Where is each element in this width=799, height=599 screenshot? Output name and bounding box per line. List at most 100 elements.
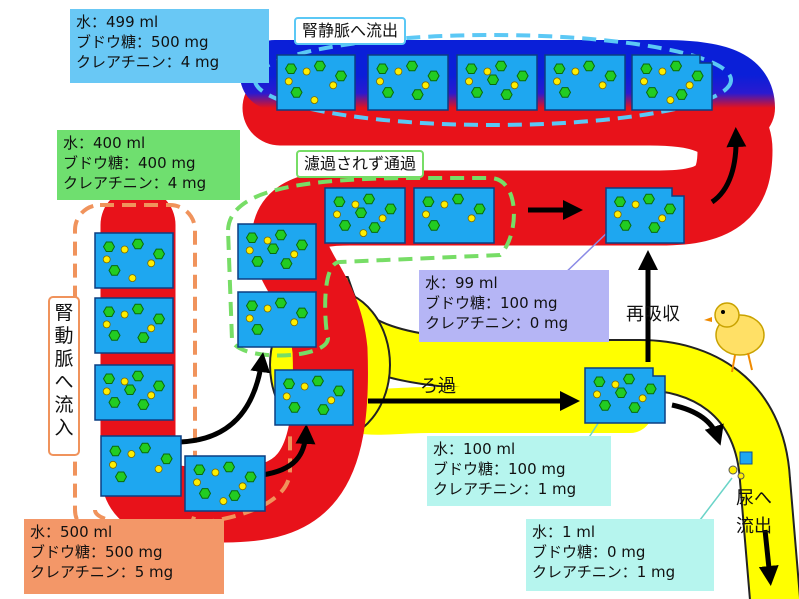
creatinine-particle — [666, 96, 675, 104]
creatinine-particle — [102, 387, 111, 396]
creatinine-particle — [154, 465, 163, 473]
vein-info-box: 水：499 ml ブドウ糖：500 mg クレアチニン：4 mg — [70, 9, 269, 83]
creatinine-particle — [598, 81, 607, 90]
reabsorbed-water: 水：99 ml — [425, 274, 498, 292]
creatinine-particle — [440, 200, 449, 209]
callout-line-reabsorbed — [559, 227, 613, 279]
glucose-particle — [644, 383, 657, 395]
glucose-particle — [691, 70, 704, 82]
glucose-particle — [245, 300, 259, 311]
creatinine-particle — [359, 229, 368, 238]
reabsorption-label: 再吸収 — [626, 304, 680, 325]
urine-arrow-2 — [758, 529, 779, 586]
glucose-particle — [645, 87, 659, 98]
creatinine-particle — [510, 81, 519, 90]
creatinine-particle — [147, 259, 156, 268]
glucose-particle — [451, 193, 465, 205]
glucose-particle — [282, 378, 296, 389]
creatinine-particle — [571, 67, 580, 76]
creatinine-particle — [238, 482, 247, 491]
reabsorbed-creatinine: クレアチニン：0 mg — [425, 314, 569, 332]
glucose-particle — [108, 397, 121, 408]
flow-arrow-4 — [710, 127, 747, 205]
blood-packet — [367, 54, 449, 111]
creatinine-particle — [302, 67, 311, 76]
creatinine-particle — [284, 77, 293, 86]
glucose-particle — [604, 70, 617, 82]
glucose-particle — [558, 87, 572, 98]
creatinine-particle — [120, 310, 129, 319]
creatinine-particle — [263, 304, 272, 313]
glucose-particle — [614, 387, 628, 398]
creatinine-particle — [219, 497, 228, 506]
vein-water: 水：499 ml — [76, 13, 159, 31]
glucose-particle — [114, 471, 128, 483]
callout-line-urine — [699, 477, 733, 521]
glucose-particle — [311, 375, 324, 387]
glucose-particle — [124, 384, 137, 395]
glucose-particle — [473, 203, 486, 215]
glucose-particle — [619, 220, 632, 231]
creatinine-particle — [658, 67, 667, 76]
urine-cube — [739, 451, 753, 465]
creatinine-particle — [128, 274, 137, 283]
glucose-particle — [593, 376, 606, 387]
glucose-particle — [193, 464, 206, 475]
blood-packet — [413, 187, 495, 244]
blood-packet — [94, 364, 174, 421]
glucose-particle — [411, 89, 424, 100]
glucose-particle — [368, 222, 381, 233]
blood-packet — [184, 455, 266, 512]
urine-particle — [737, 472, 745, 480]
creatinine-particle — [102, 255, 111, 264]
glucose-particle — [251, 324, 264, 335]
glucose-particle — [384, 203, 397, 215]
creatinine-particle — [394, 67, 403, 76]
creatinine-particle — [333, 210, 341, 219]
creatinine-particle — [211, 468, 220, 477]
urine-creatinine: クレアチニン：1 mg — [532, 563, 676, 581]
glucose-particle — [317, 404, 330, 415]
glucose-particle — [332, 385, 346, 397]
glucose-particle — [138, 442, 152, 454]
urine-info-box: 水：1 ml ブドウ糖：0 mg クレアチニン：1 mg — [526, 519, 714, 591]
glucose-particle — [669, 60, 683, 72]
creatinine-particle — [685, 81, 694, 90]
glucose-particle — [222, 461, 236, 473]
glucose-particle — [640, 63, 653, 74]
glucose-particle — [160, 453, 173, 465]
vein-creatinine: クレアチニン：4 mg — [76, 53, 220, 71]
glucose-particle — [274, 229, 287, 241]
urine-out-label-2: 流出 — [736, 516, 772, 537]
blood-packet — [276, 54, 356, 111]
filtered-creatinine: クレアチニン：1 mg — [433, 480, 577, 498]
creatinine-particle — [329, 81, 338, 90]
blood-packet — [237, 223, 317, 280]
reabsorbed-info-box: 水：99 ml ブドウ糖：100 mg クレアチニン：0 mg — [419, 270, 609, 342]
glucose-particle — [137, 332, 150, 343]
glucose-particle — [152, 248, 166, 260]
blood-packet — [324, 187, 406, 244]
artery-in-label: 腎動脈へ流入 — [48, 296, 80, 456]
blood-packet — [94, 232, 174, 289]
glucose-particle — [427, 70, 440, 82]
glucose-particle — [245, 232, 259, 243]
creatinine-particle — [422, 210, 430, 219]
creatinine-particle — [193, 478, 201, 487]
creatinine-particle — [245, 314, 254, 323]
glucose-particle — [494, 60, 508, 72]
creatinine-particle — [120, 245, 129, 254]
glucose-particle — [500, 89, 513, 100]
glucose-particle — [102, 306, 116, 317]
glucose-particle — [628, 402, 641, 413]
vein-glucose: ブドウ糖：500 mg — [76, 33, 209, 51]
input-creatinine: クレアチニン：5 mg — [30, 563, 174, 581]
blood-packet — [584, 367, 666, 424]
filtered-water: 水：100 ml — [433, 440, 516, 458]
glucose-particle — [267, 243, 280, 254]
urine-particle — [728, 465, 738, 475]
glucose-particle — [131, 303, 144, 315]
glucose-particle — [613, 196, 627, 207]
creatinine-particle — [613, 210, 622, 219]
creatinine-particle — [327, 396, 336, 405]
